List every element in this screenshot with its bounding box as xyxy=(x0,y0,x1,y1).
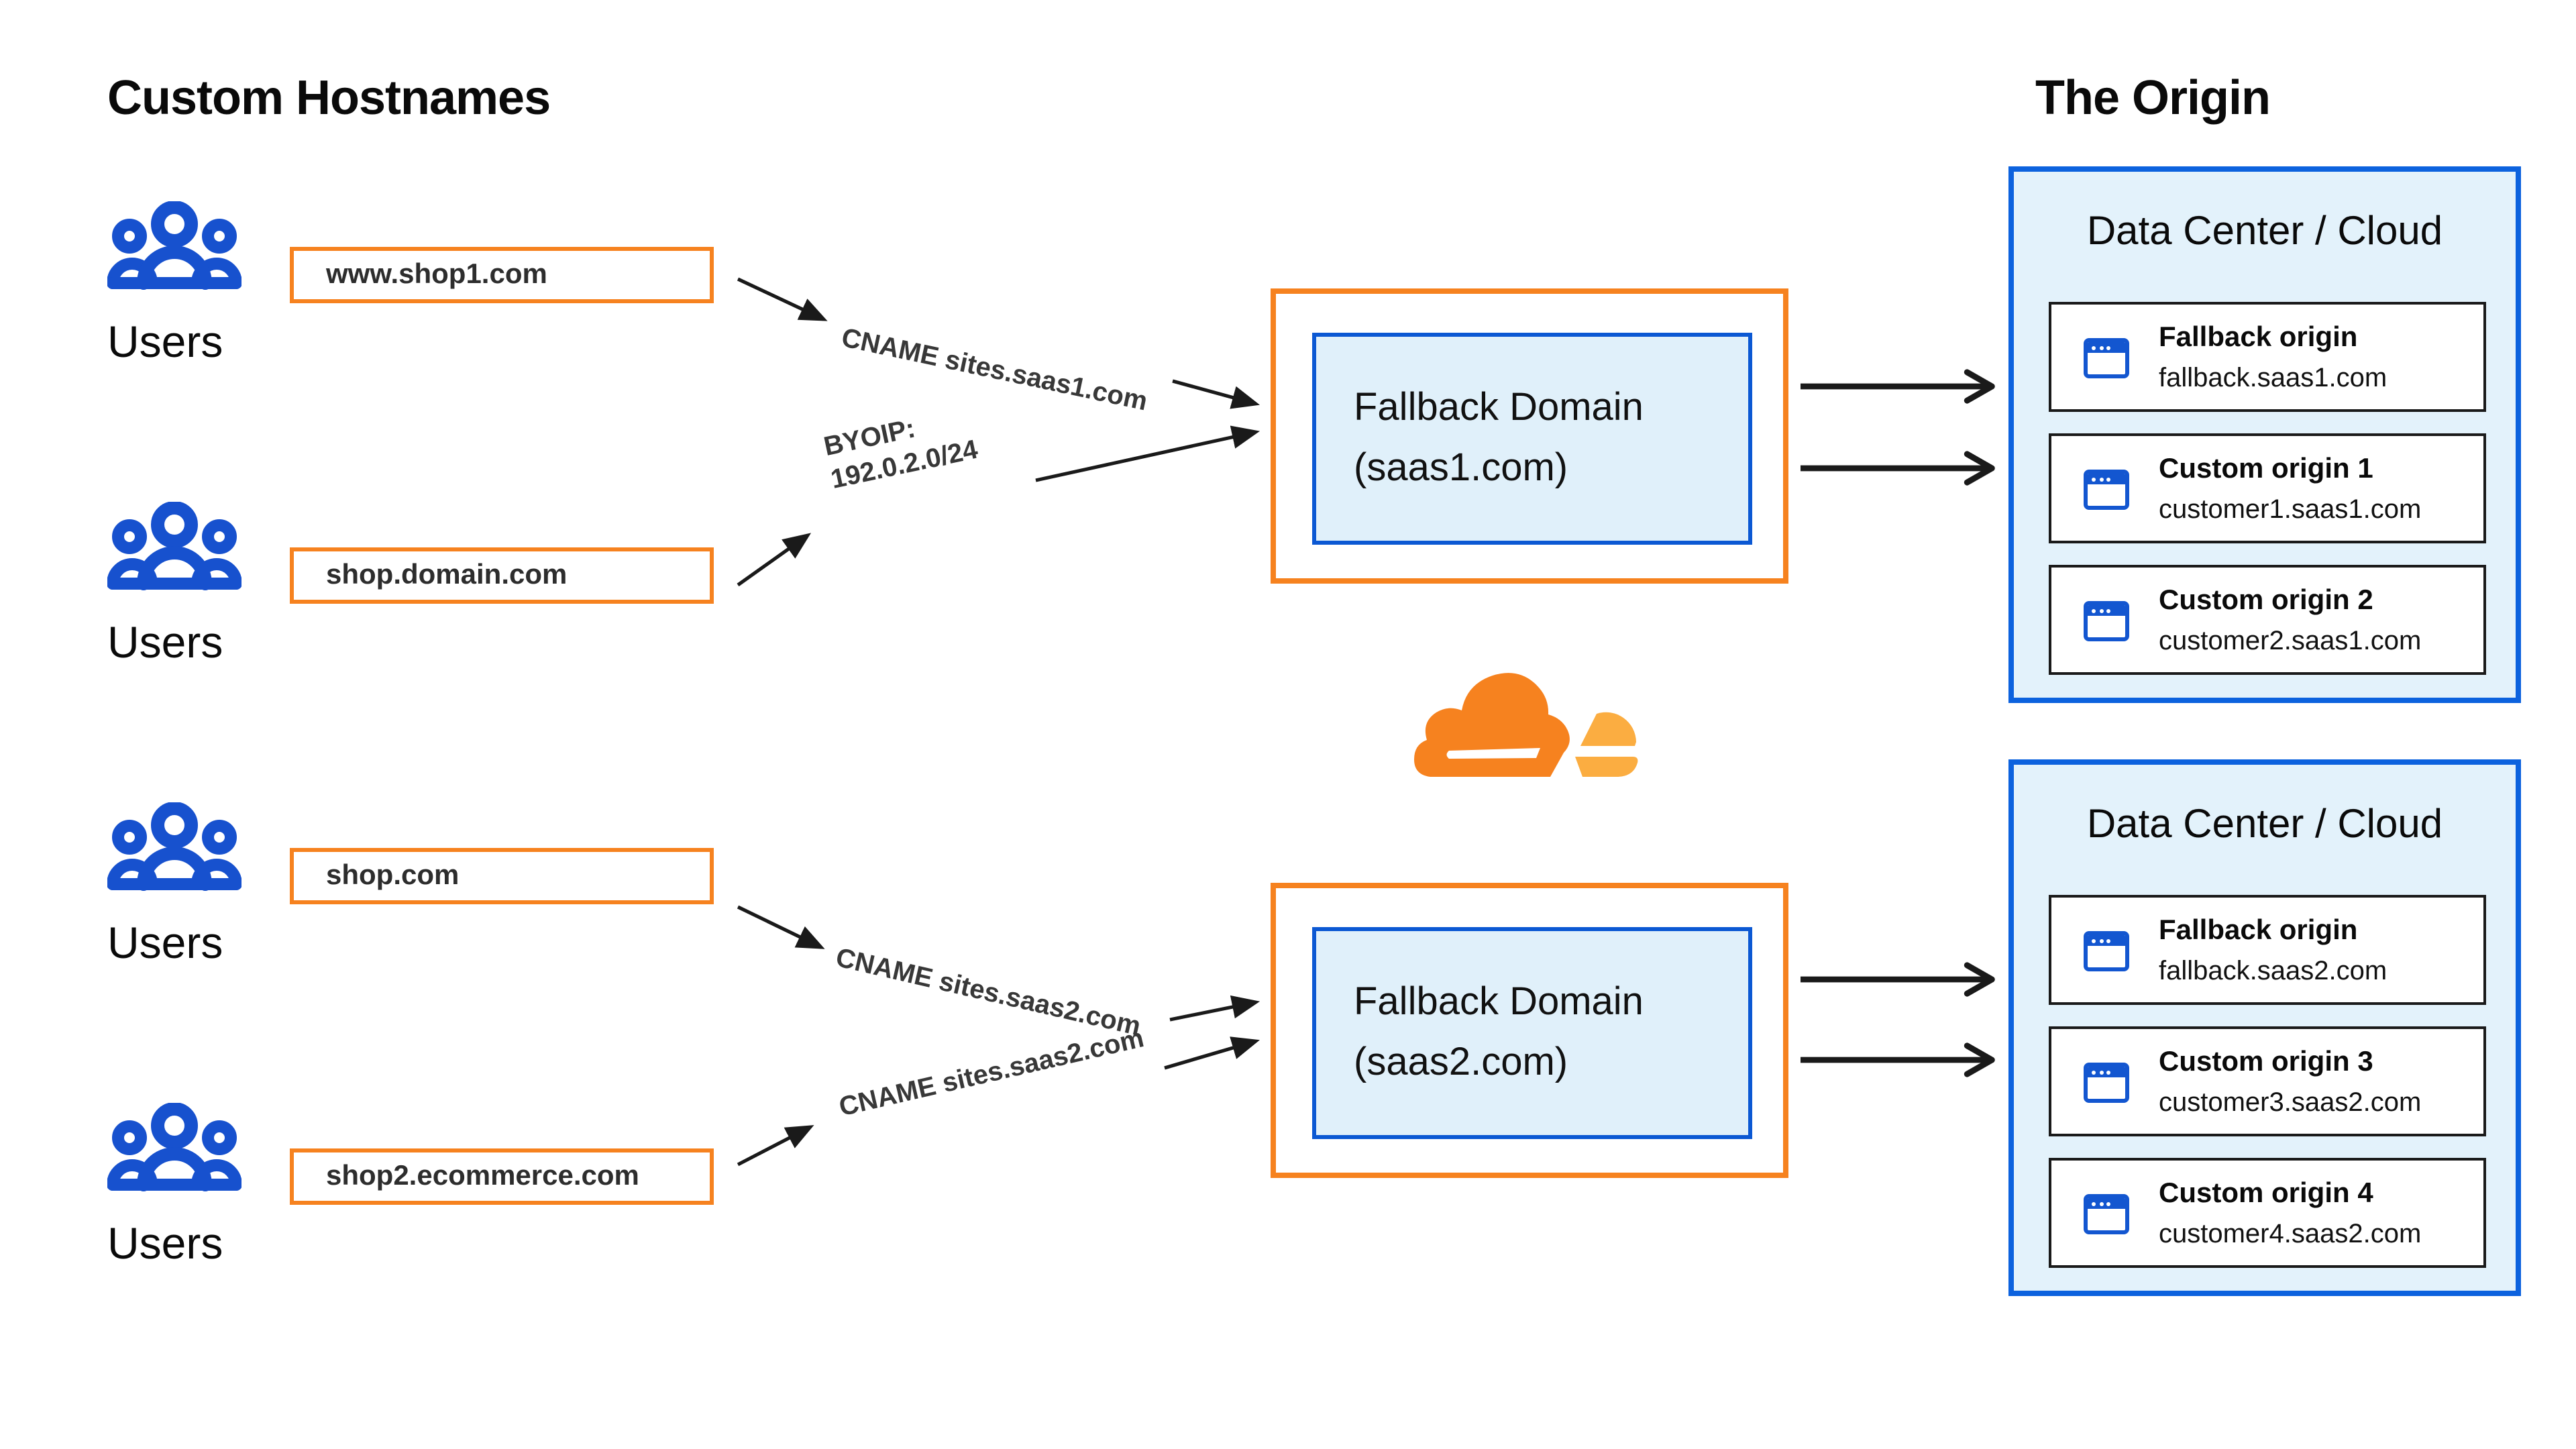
origin-card-title: Custom origin 4 xyxy=(2159,1178,2373,1209)
data-center-box-2: Data Center / Cloud Fallback origin fall… xyxy=(2008,759,2521,1296)
origin-card-host: fallback.saas1.com xyxy=(2159,364,2387,393)
users-group-icon xyxy=(107,201,241,290)
origin-card-custom3: Custom origin 3 customer3.saas2.com xyxy=(2049,1026,2486,1136)
users-group-icon xyxy=(107,802,241,891)
origin-card-host: fallback.saas2.com xyxy=(2159,957,2387,986)
users-label: Users xyxy=(107,317,223,366)
origin-card-host: customer1.saas1.com xyxy=(2159,495,2422,525)
users-label: Users xyxy=(107,1218,223,1268)
origin-card-custom1: Custom origin 1 customer1.saas1.com xyxy=(2049,433,2486,543)
edge-label-cname-saas1: CNAME sites.saas1.com xyxy=(839,323,1150,417)
arrow-shopdomain-to-byoip xyxy=(737,533,812,587)
origin-card-title: Custom origin 2 xyxy=(2159,585,2373,616)
hostname-box-shop-domain: shop.domain.com xyxy=(290,547,714,604)
fallback-domain-line2: (saas2.com) xyxy=(1354,1041,1568,1084)
data-center-title: Data Center / Cloud xyxy=(2086,209,2443,254)
users-group-icon xyxy=(107,1103,241,1191)
data-center-title: Data Center / Cloud xyxy=(2086,802,2443,847)
origin-card-host: customer4.saas2.com xyxy=(2159,1220,2422,1249)
fallback-domain-inner-saas1: Fallback Domain (saas1.com) xyxy=(1312,333,1752,545)
origin-card-title: Fallback origin xyxy=(2159,322,2358,353)
hostname-box-shop2-ecommerce: shop2.ecommerce.com xyxy=(290,1148,714,1205)
data-center-box-1: Data Center / Cloud Fallback origin fall… xyxy=(2008,166,2521,703)
arrow-cname1-to-fallback1 xyxy=(1172,379,1260,409)
the-origin-title: The Origin xyxy=(2035,70,2271,125)
hostname-text: shop.com xyxy=(326,860,460,891)
arrow-shopcom-to-cname2a xyxy=(737,905,825,949)
origin-card-title: Custom origin 3 xyxy=(2159,1046,2373,1077)
browser-window-icon xyxy=(2084,338,2129,378)
arrow-byoip-to-fallback1 xyxy=(1035,425,1260,482)
origin-card-custom2: Custom origin 2 customer2.saas1.com xyxy=(2049,565,2486,675)
edge-label-cname-saas2-lower: CNAME sites.saas2.com xyxy=(836,1024,1147,1123)
fallback-domain-line2: (saas1.com) xyxy=(1354,447,1568,490)
edge-label-byoip: BYOIP: 192.0.2.0/24 xyxy=(821,401,981,498)
fallback-domain-box-saas1: Fallback Domain (saas1.com) xyxy=(1271,288,1788,584)
arrow-shop1-to-cname1 xyxy=(737,277,828,321)
fallback-domain-line1: Fallback Domain xyxy=(1354,386,1644,429)
arrow-cname2b-to-fallback2 xyxy=(1164,1036,1260,1070)
browser-window-icon xyxy=(2084,1194,2129,1234)
users-label: Users xyxy=(107,617,223,667)
browser-window-icon xyxy=(2084,470,2129,510)
users-label: Users xyxy=(107,918,223,967)
origin-card-fallback-saas1: Fallback origin fallback.saas1.com xyxy=(2049,302,2486,412)
browser-window-icon xyxy=(2084,1063,2129,1103)
hostname-box-shop1: www.shop1.com xyxy=(290,247,714,303)
hostname-text: shop2.ecommerce.com xyxy=(326,1161,639,1191)
fallback-domain-line1: Fallback Domain xyxy=(1354,981,1644,1024)
arrow-shop2-to-cname2b xyxy=(737,1125,814,1167)
fallback-domain-box-saas2: Fallback Domain (saas2.com) xyxy=(1271,883,1788,1178)
origin-card-custom4: Custom origin 4 customer4.saas2.com xyxy=(2049,1158,2486,1268)
fallback-domain-inner-saas2: Fallback Domain (saas2.com) xyxy=(1312,927,1752,1139)
origin-card-host: customer2.saas1.com xyxy=(2159,627,2422,656)
edge-label-cname-saas2-upper: CNAME sites.saas2.com xyxy=(833,943,1144,1042)
origin-card-host: customer3.saas2.com xyxy=(2159,1088,2422,1118)
hostname-text: www.shop1.com xyxy=(326,259,547,290)
users-group-icon xyxy=(107,502,241,590)
hostname-box-shop-com: shop.com xyxy=(290,848,714,904)
browser-window-icon xyxy=(2084,931,2129,971)
origin-card-title: Fallback origin xyxy=(2159,915,2358,946)
cloudflare-cloud-logo xyxy=(1414,673,1638,777)
hostname-text: shop.domain.com xyxy=(326,559,568,590)
custom-hostnames-title: Custom Hostnames xyxy=(107,70,551,125)
arrow-cname2a-to-fallback2 xyxy=(1169,995,1260,1022)
origin-card-title: Custom origin 1 xyxy=(2159,453,2373,484)
browser-window-icon xyxy=(2084,601,2129,641)
origin-card-fallback-saas2: Fallback origin fallback.saas2.com xyxy=(2049,895,2486,1005)
